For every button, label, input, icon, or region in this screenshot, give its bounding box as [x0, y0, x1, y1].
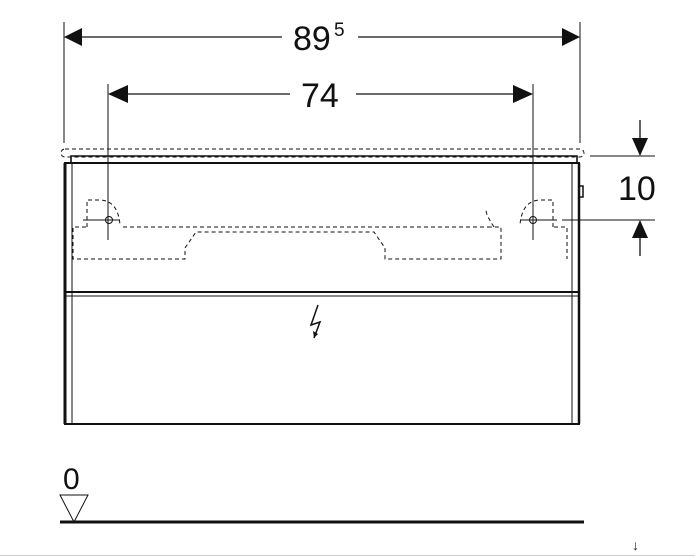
floor-level-marker: 0 [59, 463, 584, 524]
mounting-holes [83, 216, 557, 224]
scroll-down-indicator[interactable]: ↓ [632, 537, 639, 553]
electrical-connection-icon [309, 304, 322, 339]
wall-hanger-outline [72, 199, 568, 260]
width-superscript: 5 [334, 20, 345, 41]
width-value: 89 [293, 20, 331, 58]
washbasin-outline [60, 148, 585, 158]
cabinet [63, 155, 584, 425]
width-dimension: 89 5 [63, 20, 581, 143]
height-offset-value: 10 [618, 170, 656, 208]
height-offset-dimension: 10 [562, 120, 656, 256]
floor-level-label: 0 [63, 463, 80, 496]
hanger-spacing-value: 74 [301, 77, 339, 115]
hanger-spacing-dimension: 74 [107, 77, 534, 240]
side-knob [580, 185, 584, 198]
